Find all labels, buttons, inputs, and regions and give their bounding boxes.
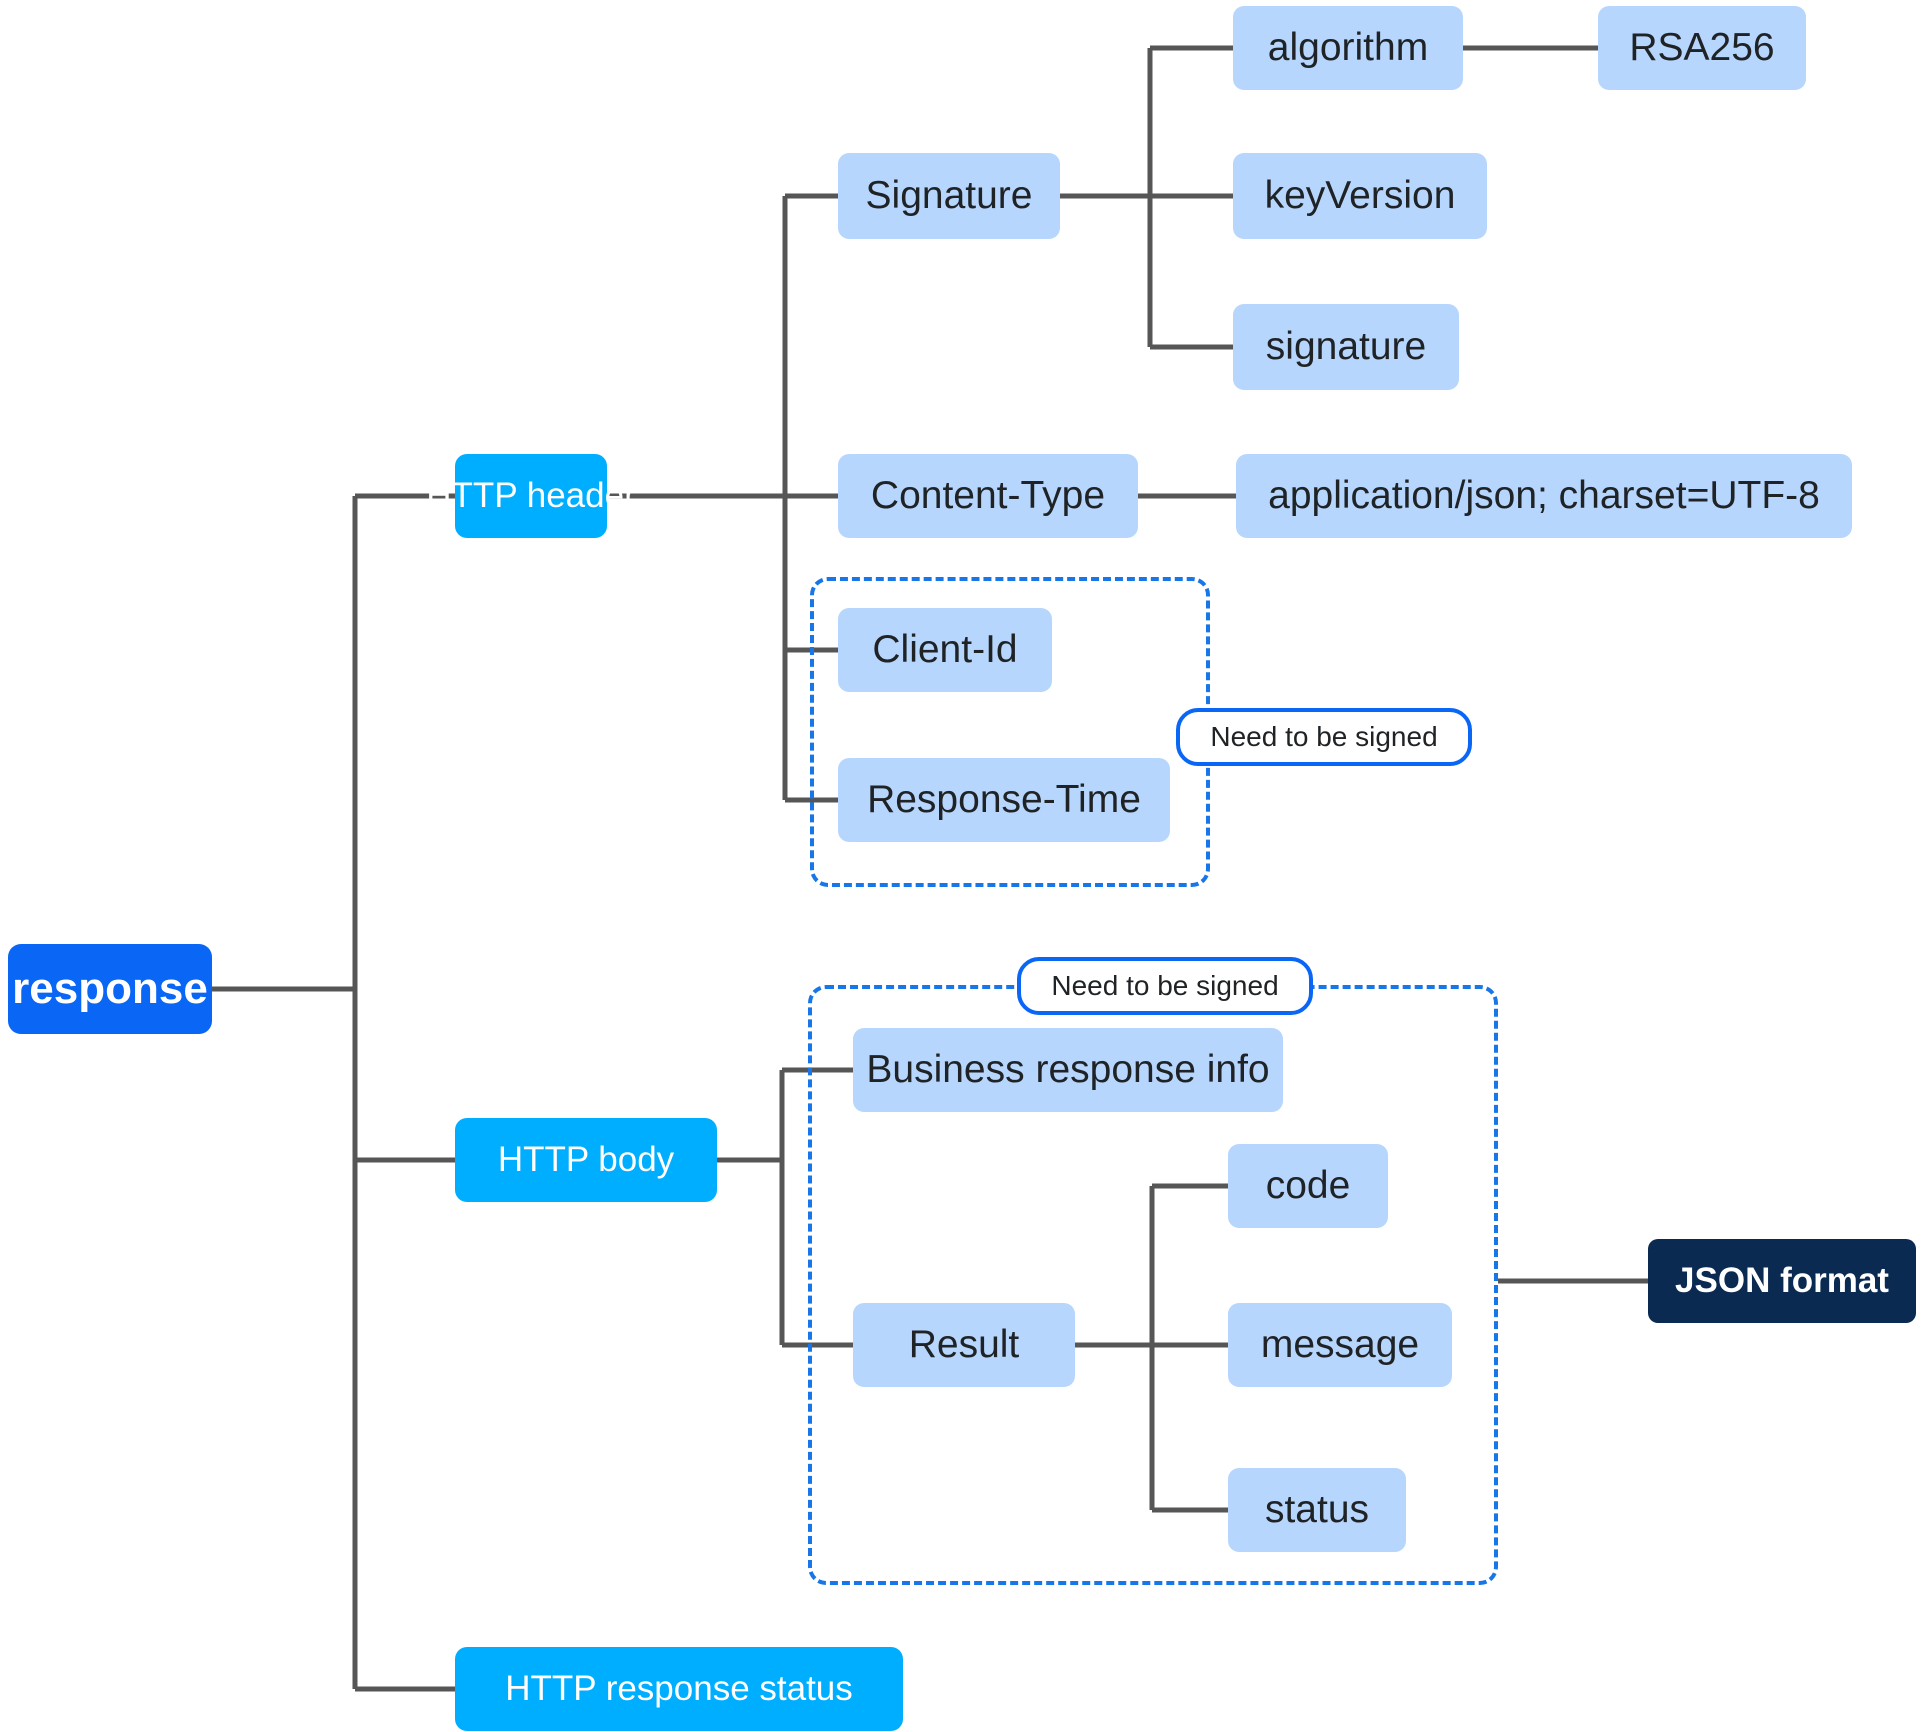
node-status-label: status	[1264, 1487, 1370, 1531]
node-response-label: response	[12, 963, 208, 1013]
node-http-response-status[interactable]: HTTP response status	[455, 1647, 903, 1731]
node-key-version[interactable]: keyVersion	[1233, 153, 1487, 239]
badge-body-label: Need to be signed	[1051, 970, 1279, 1001]
node-code-label: code	[1265, 1163, 1351, 1207]
node-algorithm-label: algorithm	[1267, 25, 1429, 69]
node-signature-leaf[interactable]: signature	[1233, 304, 1459, 390]
node-http-header[interactable]: HTTP header	[426, 454, 636, 538]
node-http-response-status-label: HTTP response status	[505, 1668, 853, 1708]
node-json-format[interactable]: JSON format	[1648, 1239, 1916, 1323]
node-rsa256[interactable]: RSA256	[1598, 6, 1806, 90]
node-signature-label: Signature	[865, 173, 1033, 217]
node-message[interactable]: message	[1228, 1303, 1452, 1387]
badge-header-label: Need to be signed	[1210, 721, 1438, 752]
node-json-format-label: JSON format	[1675, 1260, 1889, 1300]
node-rsa256-label: RSA256	[1629, 25, 1775, 69]
node-algorithm[interactable]: algorithm	[1233, 6, 1463, 90]
node-http-body-label: HTTP body	[497, 1139, 675, 1179]
node-signature[interactable]: Signature	[838, 153, 1060, 239]
node-client-id[interactable]: Client-Id	[838, 608, 1052, 692]
node-key-version-label: keyVersion	[1264, 173, 1456, 217]
node-result[interactable]: Result	[853, 1303, 1075, 1387]
node-client-id-label: Client-Id	[872, 627, 1018, 671]
node-message-label: message	[1260, 1322, 1420, 1366]
node-business-response-info-label: Business response info	[866, 1047, 1270, 1091]
node-status[interactable]: status	[1228, 1468, 1406, 1552]
node-business-response-info[interactable]: Business response info	[853, 1028, 1283, 1112]
node-code[interactable]: code	[1228, 1144, 1388, 1228]
badge-body-need-to-be-signed[interactable]: Need to be signed	[1017, 957, 1313, 1015]
badge-header-need-to-be-signed[interactable]: Need to be signed	[1176, 708, 1472, 766]
node-signature-leaf-label: signature	[1265, 324, 1427, 368]
node-content-type-label: Content-Type	[870, 473, 1106, 517]
node-response-time[interactable]: Response-Time	[838, 758, 1170, 842]
node-response-time-label: Response-Time	[867, 777, 1141, 821]
node-content-type-value-label: application/json; charset=UTF-8	[1268, 473, 1820, 517]
node-http-body[interactable]: HTTP body	[455, 1118, 717, 1202]
node-result-label: Result	[908, 1322, 1020, 1366]
node-content-type-value[interactable]: application/json; charset=UTF-8	[1236, 454, 1852, 538]
node-response[interactable]: response	[8, 944, 212, 1034]
node-http-header-label: HTTP header	[426, 475, 636, 515]
node-content-type[interactable]: Content-Type	[838, 454, 1138, 538]
